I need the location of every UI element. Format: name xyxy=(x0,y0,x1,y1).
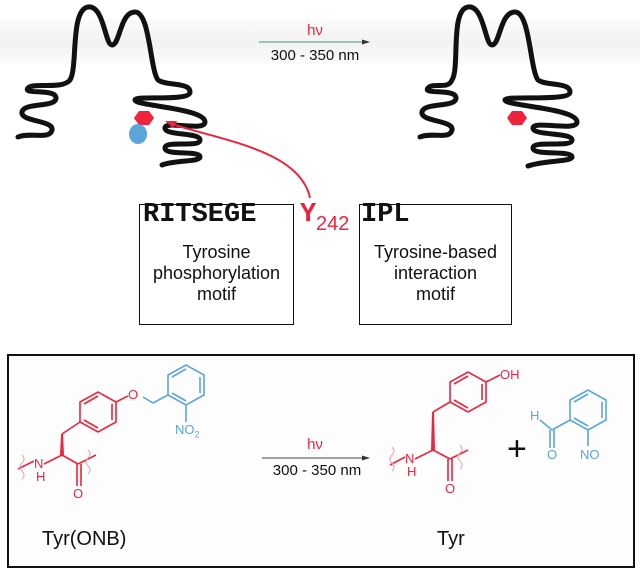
interaction-motif-box: Tyrosine-based interaction motif xyxy=(359,204,512,325)
reactant-ether-o: O xyxy=(128,387,139,402)
reaction-box xyxy=(7,354,635,568)
byproduct-nitroso: NO xyxy=(580,447,600,462)
reactant-amine-h: H xyxy=(36,469,46,484)
reaction-arrow-hv: hν xyxy=(307,436,323,453)
reactant-nitro: NO2 xyxy=(175,422,200,440)
byproduct-structure xyxy=(539,389,607,448)
phosphorylation-motif-box: Tyrosine phosphorylation motif xyxy=(139,204,294,325)
product-hydroxyl: OH xyxy=(500,367,520,382)
caging-group-circle xyxy=(129,124,147,144)
tyrosine-hexagon-right xyxy=(507,111,527,125)
reactant-name: Tyr(ONB) xyxy=(42,528,127,550)
protein-chain-right xyxy=(417,4,580,169)
byproduct-aldehyde-o: O xyxy=(547,447,558,462)
interaction-motif-label: Tyrosine-based interaction motif xyxy=(373,242,498,304)
plus-sign: + xyxy=(507,430,527,468)
product-carbonyl-o: O xyxy=(445,481,456,496)
top-arrowhead xyxy=(362,39,370,45)
product-structure xyxy=(389,371,501,481)
protein-chain-left xyxy=(15,4,208,168)
pointer-arrowhead xyxy=(165,121,177,128)
reactant-amine-n: N xyxy=(34,456,44,471)
byproduct-aldehyde-h: H xyxy=(530,408,540,423)
sequence-suffix: IPL xyxy=(361,200,410,230)
sequence-position: 242 xyxy=(316,213,350,235)
sequence-prefix: RITSEGE xyxy=(143,200,257,230)
product-amine-n: N xyxy=(405,451,415,466)
pointer-arrow xyxy=(171,123,311,199)
sequence-tyrosine: Y xyxy=(300,200,317,230)
reaction-arrowhead xyxy=(362,455,370,461)
reaction-arrow-wavelength: 300 - 350 nm xyxy=(272,462,362,479)
reactant-carbonyl-o: O xyxy=(73,486,84,501)
product-amine-h: H xyxy=(407,464,417,479)
phosphorylation-motif-label: Tyrosine phosphorylation motif xyxy=(152,242,281,304)
reactant-structure xyxy=(17,364,205,486)
tyrosine-hexagon-left xyxy=(134,111,154,125)
top-arrow-hv: hν xyxy=(307,22,323,39)
top-arrow-wavelength: 300 - 350 nm xyxy=(270,47,360,64)
product-name: Tyr xyxy=(437,528,465,550)
